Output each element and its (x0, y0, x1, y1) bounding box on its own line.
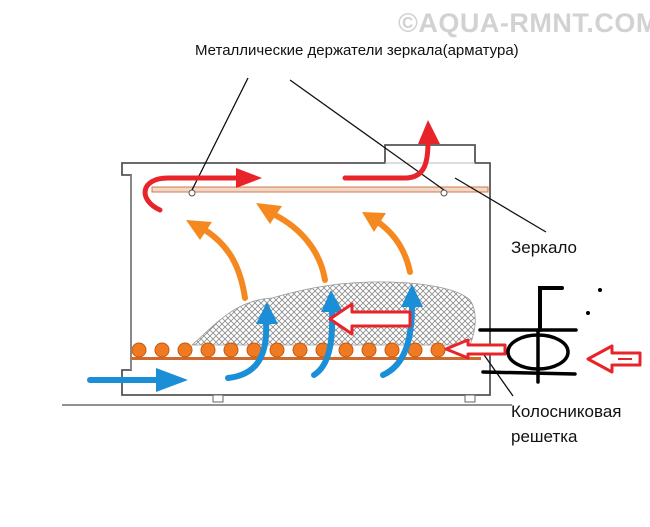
watermark: ©AQUA-RMNT.COM (398, 8, 650, 38)
coal (154, 342, 170, 358)
coal (361, 342, 377, 358)
damper-dot (586, 311, 590, 315)
coals-row (131, 342, 446, 358)
coal (200, 342, 216, 358)
grate-bar (131, 357, 481, 360)
cold-air-arrow-icon (156, 368, 188, 392)
air-inflow-arrow-icon (328, 302, 412, 336)
hot-air-arrow-icon (236, 168, 262, 188)
damper-bottom-bar (481, 370, 577, 376)
air-inflow-arrow-icon (444, 338, 507, 360)
furnace-foot (212, 394, 224, 403)
furnace-foot (464, 394, 476, 403)
label-grate-line1: Колосниковая (511, 402, 622, 421)
hot-air-arrow-icon (342, 139, 431, 181)
coal (131, 342, 147, 358)
cold-air-arrow-icon (256, 302, 278, 324)
coal (223, 342, 239, 358)
coal (430, 342, 446, 358)
hot-air-arrow-icon (142, 175, 241, 213)
label-grate-line2: решетка (511, 427, 578, 446)
air-damper-icon (478, 286, 602, 384)
coal (384, 342, 400, 358)
coal (292, 342, 308, 358)
cold-air-arrow-icon (321, 290, 343, 312)
cold-air-arrow-icon (401, 284, 423, 307)
label-mirror-holders: Металлические держатели зеркала(арматура… (195, 42, 519, 59)
label-mirror: Зеркало (511, 238, 578, 257)
warm-air-arrow-icon (362, 212, 386, 232)
mirror-holder-left (188, 189, 196, 197)
coal (177, 342, 193, 358)
mirror-holder-right (440, 189, 448, 197)
mirror-plate (151, 186, 489, 193)
hot-air-arrow-icon (418, 120, 440, 144)
coal (338, 342, 354, 358)
cold-air-arrow-icon (380, 302, 415, 378)
warm-air-arrow-icon (272, 212, 328, 283)
damper-dot (598, 288, 602, 292)
warm-air-arrow-icon (375, 219, 413, 275)
warm-air-arrow-icon (256, 203, 282, 224)
leader-line-mirror (454, 177, 547, 233)
leader-line-holder-left (191, 77, 249, 191)
cold-air-arrow-icon (225, 319, 270, 381)
damper-handle (538, 286, 564, 332)
air-inflow-arrow-icon (586, 344, 642, 374)
coal (269, 342, 285, 358)
warm-air-arrow-icon (186, 220, 212, 240)
warm-air-arrow-icon (202, 227, 248, 301)
